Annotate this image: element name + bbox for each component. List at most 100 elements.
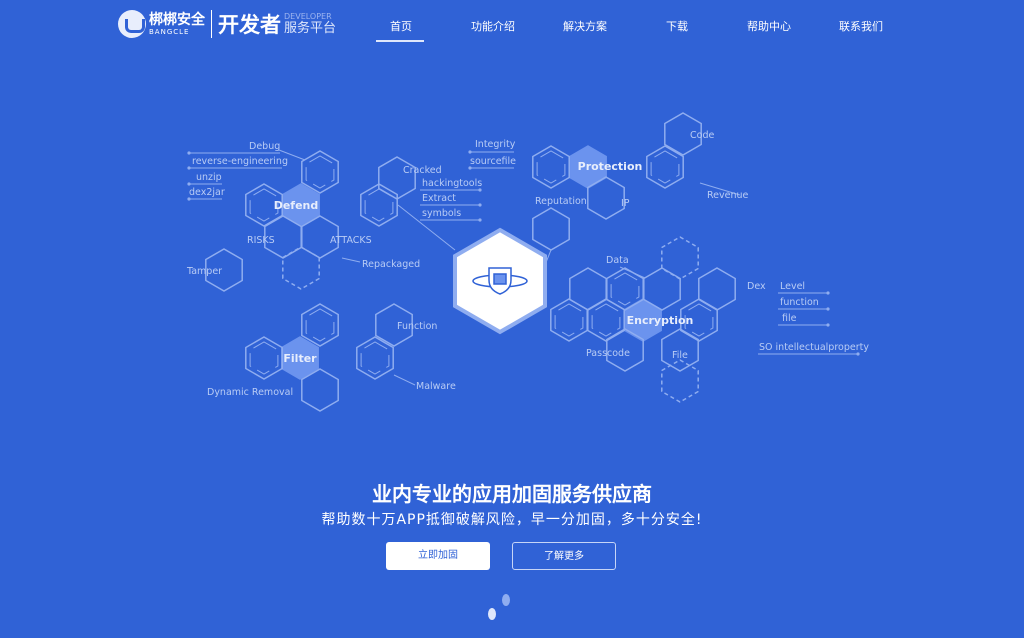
center-hex: [453, 227, 547, 335]
product-subtitle: 服务平台: [284, 21, 337, 36]
connector-dot: [187, 166, 191, 170]
hex-cell: [245, 183, 283, 227]
hex-cell: [664, 112, 702, 156]
hex-inner-ring: [360, 341, 390, 375]
label-attacks: ATTACKS: [330, 235, 372, 246]
label-repackaged: Repackaged: [362, 259, 420, 270]
hex-cell: [569, 267, 607, 311]
hex-cell: [550, 298, 588, 342]
label-dex: Dex: [747, 281, 766, 292]
label-symbols: symbols: [422, 208, 461, 219]
label-malware: Malware: [416, 381, 456, 392]
hex-cell: [360, 183, 398, 227]
bangcle-logo-icon: [118, 10, 146, 38]
nav-solutions[interactable]: 解决方案: [563, 20, 607, 33]
hero-title: 业内专业的应用加固服务供应商: [372, 482, 652, 506]
hex-inner-ring: [610, 272, 640, 306]
learn-more-button[interactable]: 了解更多: [512, 542, 616, 570]
label-file-small: file: [782, 313, 797, 324]
hex-cell: [301, 303, 339, 347]
connector-dot: [187, 197, 191, 201]
hex-inner-ring: [536, 150, 566, 184]
nav-contact[interactable]: 联系我们: [839, 20, 883, 33]
harden-now-button[interactable]: 立即加固: [386, 542, 490, 570]
label-ip: IP: [621, 198, 630, 209]
shield-cube-icon: [472, 267, 528, 295]
hex-inner-ring: [650, 150, 680, 184]
label-dex2jar: dex2jar: [189, 187, 225, 198]
label-dynamic-removal: Dynamic Removal: [207, 387, 293, 398]
hex-cell: [698, 267, 736, 311]
hub-defend: Defend: [274, 199, 319, 212]
connector-dot: [826, 291, 830, 295]
nav-download[interactable]: 下载: [666, 20, 688, 33]
label-risks: RISKS: [247, 235, 275, 246]
hex-cell: [587, 298, 625, 342]
hex-inner-ring: [684, 303, 714, 337]
brand-name-en: BANGCLE: [149, 27, 190, 36]
label-tamper: Tamper: [186, 266, 222, 277]
connector-dot: [856, 352, 860, 356]
nav-features[interactable]: 功能介绍: [471, 20, 515, 33]
label-level: Level: [780, 281, 805, 292]
product-name: 开发者: [218, 13, 281, 37]
nav-home[interactable]: 首页: [355, 18, 447, 42]
label-code: Code: [690, 130, 714, 141]
label-passcode: Passcode: [586, 348, 630, 359]
hex-cell: [646, 145, 684, 189]
label-file: File: [672, 350, 688, 361]
hub-filter: Filter: [283, 352, 317, 365]
connector-dot: [478, 218, 482, 222]
nav-help[interactable]: 帮助中心: [747, 20, 791, 33]
hex-cell: [375, 303, 413, 347]
security-diagram: Defend Protection Encryption Filter Debu…: [186, 112, 869, 412]
connector-line: [278, 149, 306, 161]
logo[interactable]: 梆梆安全 BANGCLE 开发者 DEVELOPER 服务平台: [118, 8, 336, 40]
connector-dot: [478, 203, 482, 207]
label-data: Data: [606, 255, 629, 266]
brand-name: 梆梆安全: [149, 11, 205, 28]
hex-cell: [606, 328, 644, 372]
main-nav: 首页 功能介绍 解决方案 下载 帮助中心 联系我们: [355, 18, 907, 42]
hex-inner-ring: [305, 155, 335, 189]
header: 梆梆安全 BANGCLE 开发者 DEVELOPER 服务平台 首页 功能介绍 …: [0, 0, 1024, 50]
hex-cell: [245, 336, 283, 380]
label-hackingtools: hackingtools: [422, 178, 482, 189]
label-debug: Debug: [249, 141, 280, 152]
footprints-icon[interactable]: [484, 592, 516, 624]
hex-cell: [532, 145, 570, 189]
label-so: SO intellectualproperty: [759, 342, 869, 353]
label-extract: Extract: [422, 193, 456, 204]
hex-cell: [587, 176, 625, 220]
connector-dot: [187, 151, 191, 155]
hex-inner-ring: [591, 303, 621, 337]
logo-divider: [211, 10, 212, 38]
hero-subtitle: 帮助数十万APP抵御破解风险，早一分加固，多十分安全!: [321, 512, 703, 528]
label-lines: [187, 149, 860, 386]
connector-line: [397, 204, 456, 251]
hex-cell: [680, 298, 718, 342]
connector-dot: [826, 323, 830, 327]
connector-dot: [468, 166, 472, 170]
hex-cell: [661, 236, 699, 280]
hub-encryption: Encryption: [627, 314, 694, 327]
label-integrity: Integrity: [475, 139, 516, 150]
hex-cell: [282, 246, 320, 290]
product-name-en: DEVELOPER: [284, 12, 332, 21]
label-function-small: function: [780, 297, 819, 308]
hex-cell: [356, 336, 394, 380]
label-function: Function: [397, 321, 437, 332]
hex-cell: [301, 150, 339, 194]
hex-cell: [205, 248, 243, 292]
connector-line: [341, 257, 361, 263]
hex-cell: [378, 156, 416, 200]
hub-protection: Protection: [578, 160, 643, 173]
label-unzip: unzip: [196, 172, 222, 183]
hex-cell: [301, 215, 339, 259]
label-cracked: Cracked: [403, 165, 442, 176]
hex-cell: [532, 207, 570, 251]
connector-dot: [187, 182, 191, 186]
hex-cell: [661, 328, 699, 372]
label-sourcefile: sourcefile: [470, 156, 516, 167]
hex-cell: [661, 359, 699, 403]
